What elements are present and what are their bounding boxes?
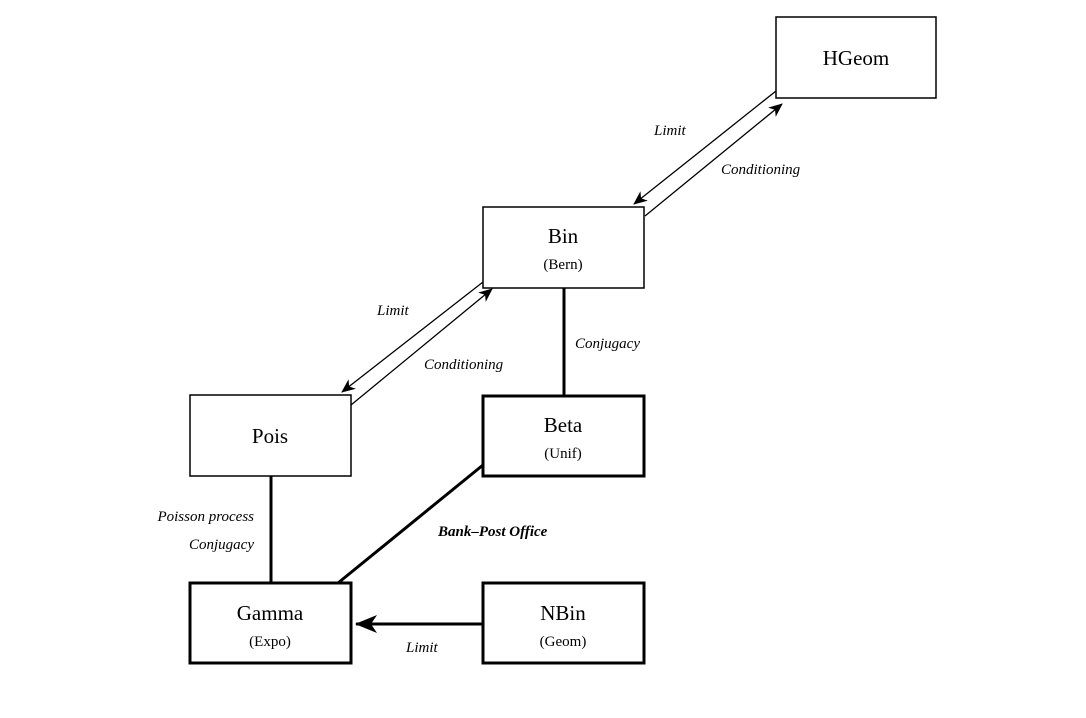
edge-bin-to-pois-limit — [341, 281, 484, 393]
label-pois-bin-conditioning: Conditioning — [424, 357, 504, 373]
edge-beta-gamma-bank-post-office — [337, 463, 484, 585]
edge-hgeom-to-bin-limit — [633, 90, 777, 205]
node-gamma-title: Gamma — [237, 601, 304, 625]
node-pois-title: Pois — [252, 424, 288, 448]
node-bin-subtitle: (Bern) — [543, 257, 582, 273]
node-gamma: Gamma (Expo) — [188, 581, 353, 665]
node-gamma-subtitle: (Expo) — [249, 634, 291, 650]
label-bin-hgeom-conditioning: Conditioning — [721, 162, 801, 178]
node-hgeom: HGeom — [775, 16, 937, 99]
node-bin-title: Bin — [548, 224, 579, 248]
label-pois-gamma-conjugacy: Conjugacy — [189, 537, 254, 553]
node-nbin-subtitle: (Geom) — [540, 634, 587, 650]
node-bin: Bin (Bern) — [482, 206, 645, 289]
node-beta-title: Beta — [544, 413, 583, 437]
node-beta-subtitle: (Unif) — [544, 446, 582, 462]
edge-pois-to-bin-conditioning — [350, 288, 493, 406]
node-hgeom-title: HGeom — [823, 46, 890, 70]
label-beta-gamma-bank-post-office: Bank–Post Office — [437, 524, 548, 540]
label-pois-gamma-poisson-process: Poisson process — [156, 509, 254, 525]
node-nbin-title: NBin — [540, 601, 586, 625]
label-bin-pois-limit: Limit — [376, 303, 410, 319]
label-bin-beta-conjugacy: Conjugacy — [575, 336, 640, 352]
node-beta: Beta (Unif) — [481, 394, 646, 478]
node-pois: Pois — [189, 394, 352, 477]
node-nbin: NBin (Geom) — [481, 581, 646, 665]
edge-bin-to-hgeom-conditioning — [644, 103, 783, 217]
label-hgeom-bin-limit: Limit — [653, 123, 687, 139]
label-nbin-gamma-limit: Limit — [405, 640, 439, 656]
